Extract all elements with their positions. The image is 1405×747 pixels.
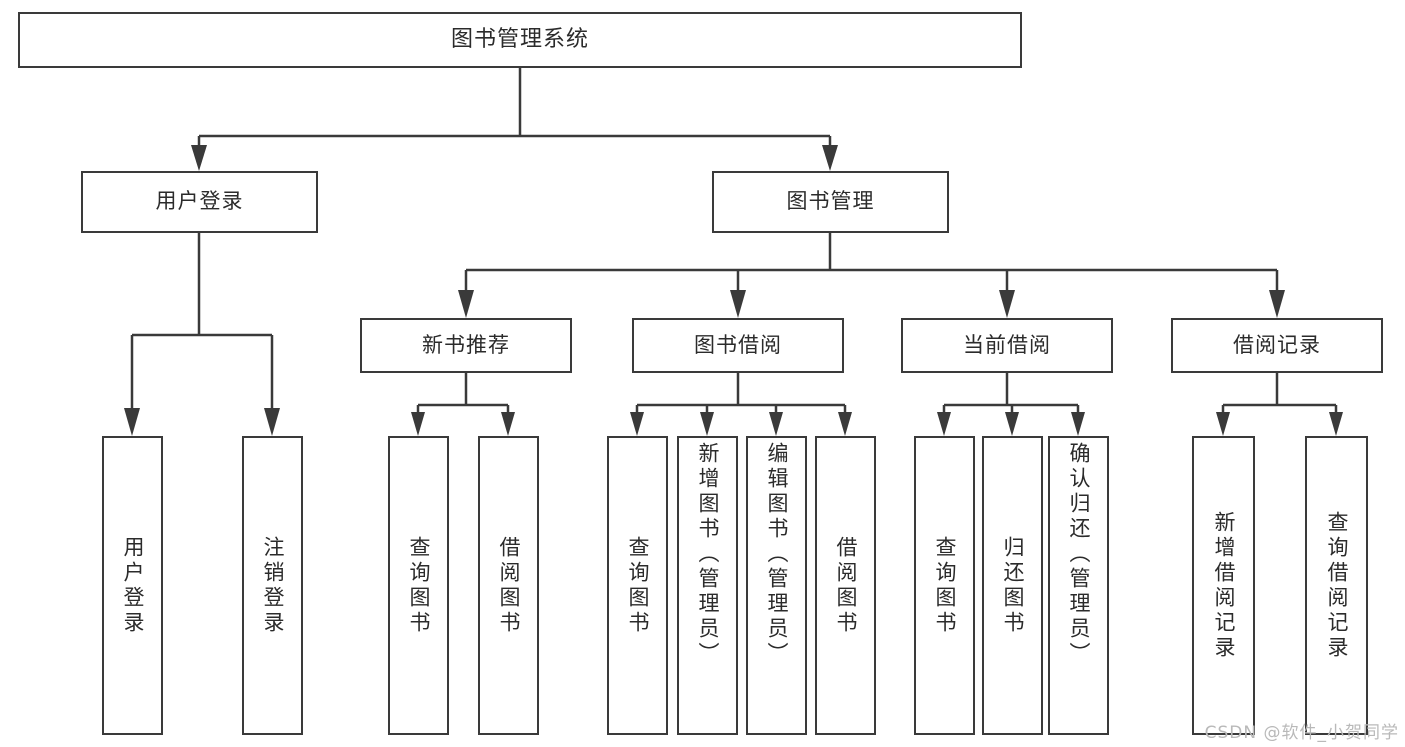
node-leaf-cu-query-book[interactable]: 查询图书: [914, 436, 975, 735]
node-leaf-user-logout[interactable]: 注销登录: [242, 436, 303, 735]
node-leaf-bo-add-book-label: 新增图书（管理员）: [696, 442, 720, 667]
node-root[interactable]: 图书管理系统: [18, 12, 1022, 68]
node-current-borrow[interactable]: 当前借阅: [901, 318, 1113, 373]
arrowhead-newbook-l2: [501, 412, 515, 436]
arrowhead-current-l1: [937, 412, 951, 436]
node-leaf-bo-borrow-book[interactable]: 借阅图书: [815, 436, 876, 735]
node-leaf-rc-query-record[interactable]: 查询借阅记录: [1305, 436, 1368, 735]
node-leaf-cu-query-book-label: 查询图书: [933, 535, 957, 636]
node-leaf-cu-confirm-return-label: 确认归还（管理员）: [1067, 442, 1091, 667]
node-user-login[interactable]: 用户登录: [81, 171, 318, 233]
node-user-login-label: 用户登录: [155, 189, 244, 214]
arrowhead-newbook-l1: [411, 412, 425, 436]
node-leaf-bo-edit-book[interactable]: 编辑图书（管理员）: [746, 436, 807, 735]
node-leaf-nb-borrow-book[interactable]: 借阅图书: [478, 436, 539, 735]
node-new-book-recommend[interactable]: 新书推荐: [360, 318, 572, 373]
node-leaf-nb-borrow-book-label: 借阅图书: [497, 535, 521, 636]
arrowhead-records-l2: [1329, 412, 1343, 436]
node-new-book-recommend-label: 新书推荐: [422, 332, 510, 357]
arrowhead-borrow-l1: [630, 412, 644, 436]
node-borrow-records[interactable]: 借阅记录: [1171, 318, 1383, 373]
arrowhead-current-l2: [1005, 412, 1019, 436]
node-root-label: 图书管理系统: [450, 26, 589, 52]
arrowhead-bm-records: [1269, 290, 1285, 318]
node-leaf-nb-query-book[interactable]: 查询图书: [388, 436, 449, 735]
node-leaf-bo-query-book-label: 查询图书: [626, 535, 650, 636]
node-leaf-user-login[interactable]: 用户登录: [102, 436, 163, 735]
node-borrow-records-label: 借阅记录: [1233, 332, 1321, 357]
arrowhead-root-to-login: [191, 145, 207, 171]
node-leaf-bo-query-book[interactable]: 查询图书: [607, 436, 668, 735]
node-leaf-bo-edit-book-label: 编辑图书（管理员）: [765, 442, 789, 667]
arrowhead-current-l3: [1071, 412, 1085, 436]
node-leaf-rc-add-record-label: 新增借阅记录: [1212, 510, 1236, 661]
arrowhead-borrow-l3: [769, 412, 783, 436]
node-leaf-user-logout-label: 注销登录: [261, 535, 285, 636]
node-book-management-label: 图书管理: [786, 189, 875, 214]
csdn-watermark: CSDN @软件_小贺同学: [1204, 723, 1399, 743]
node-book-borrow-label: 图书借阅: [694, 332, 782, 357]
node-leaf-nb-query-book-label: 查询图书: [407, 535, 431, 636]
node-book-borrow[interactable]: 图书借阅: [632, 318, 844, 373]
arrowhead-login-leaf1: [124, 408, 140, 436]
arrowhead-records-l1: [1216, 412, 1230, 436]
arrowhead-root-to-bookmgmt: [822, 145, 838, 171]
arrowhead-login-leaf2: [264, 408, 280, 436]
arrowhead-borrow-l2: [700, 412, 714, 436]
node-current-borrow-label: 当前借阅: [963, 332, 1051, 357]
node-leaf-cu-return-book-label: 归还图书: [1001, 535, 1025, 636]
arrowhead-borrow-l4: [838, 412, 852, 436]
arrowhead-bm-newbook: [458, 290, 474, 318]
arrowhead-bm-borrow: [730, 290, 746, 318]
node-leaf-cu-return-book[interactable]: 归还图书: [982, 436, 1043, 735]
node-leaf-bo-borrow-book-label: 借阅图书: [834, 535, 858, 636]
node-leaf-cu-confirm-return[interactable]: 确认归还（管理员）: [1048, 436, 1109, 735]
node-leaf-bo-add-book[interactable]: 新增图书（管理员）: [677, 436, 738, 735]
node-leaf-rc-add-record[interactable]: 新增借阅记录: [1192, 436, 1255, 735]
node-leaf-user-login-label: 用户登录: [121, 535, 145, 636]
node-leaf-rc-query-record-label: 查询借阅记录: [1325, 510, 1349, 661]
arrowhead-bm-current: [999, 290, 1015, 318]
node-book-management[interactable]: 图书管理: [712, 171, 949, 233]
